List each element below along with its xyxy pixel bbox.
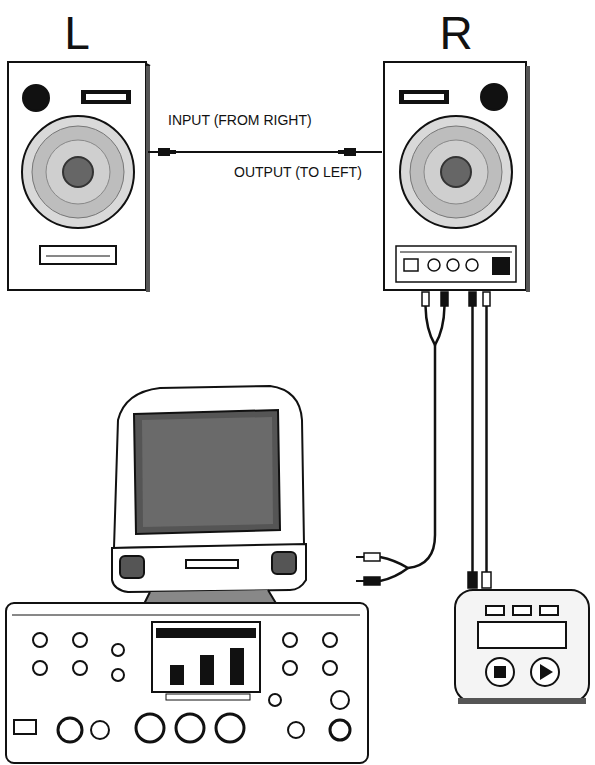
computer-monitor [112,386,306,612]
speaker-right: R [382,8,530,292]
speaker-left: L [6,8,148,292]
mixer-controller [6,603,368,763]
speaker-label: L [6,8,148,58]
media-player [455,590,589,704]
audio-cables [356,292,491,588]
cable-label: INPUT (FROM RIGHT) [166,112,314,128]
left-speaker [8,62,150,292]
speaker-label: R [382,8,530,58]
cable-label: OUTPUT (TO LEFT) [232,164,364,180]
right-speaker [384,62,530,292]
speaker-link-cable [148,151,382,153]
